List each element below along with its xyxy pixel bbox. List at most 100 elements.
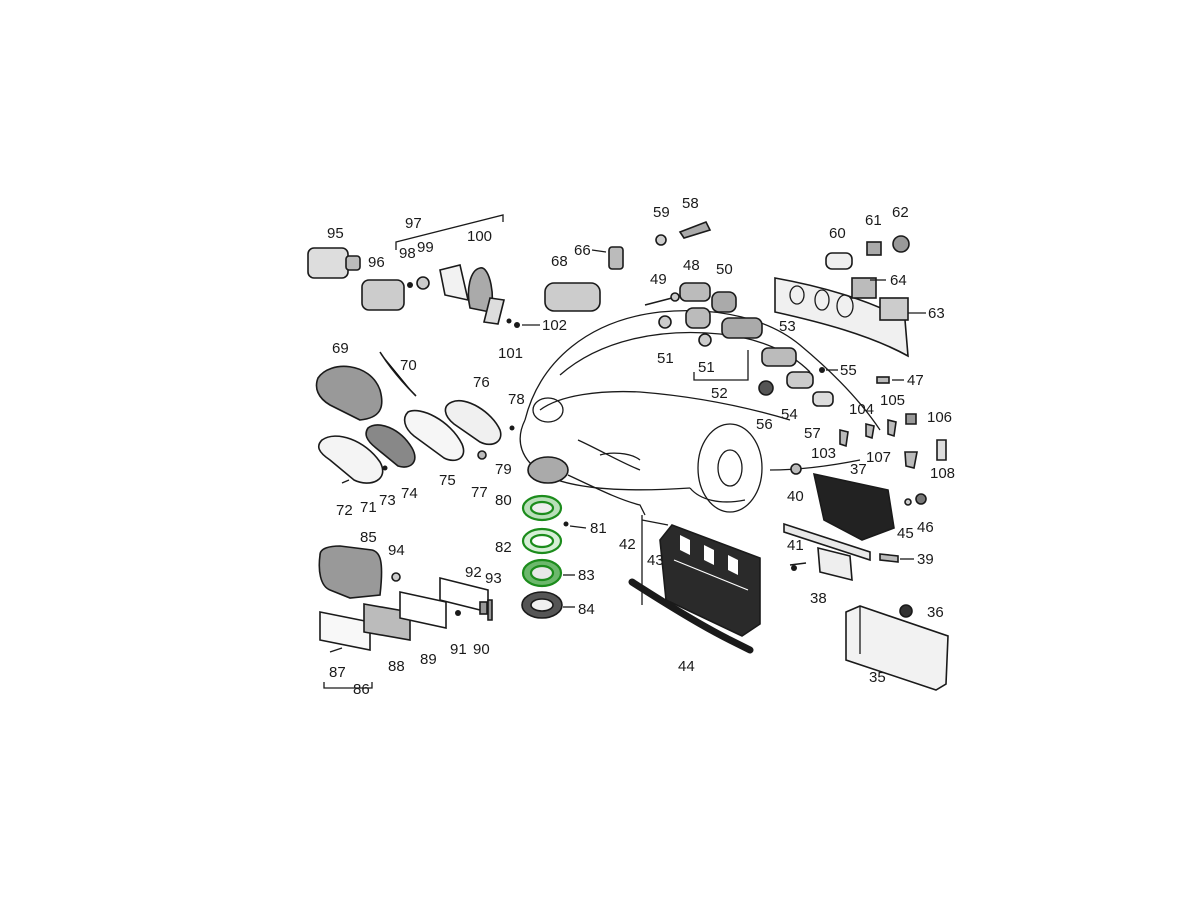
label-45: 45 [897,525,914,542]
label-87: 87 [329,664,346,681]
part-89-gasket [399,591,447,629]
label-90: 90 [473,641,490,658]
part-51-knob-b [698,333,712,347]
part-61-block [866,241,882,256]
part-45-washer [904,498,912,506]
label-91: 91 [450,641,467,658]
part-96-side-light [361,279,405,311]
part-74-lens [365,424,416,468]
part-69-taillight-assembly [315,365,383,421]
label-40: 40 [787,488,804,505]
label-104: 104 [849,401,874,418]
label-96: 96 [368,254,385,271]
label-102: 102 [542,317,567,334]
label-80: 80 [495,492,512,509]
label-66: 66 [574,242,591,259]
part-102-nut [514,322,520,328]
label-81: 81 [590,520,607,537]
label-48: 48 [683,257,700,274]
label-74: 74 [401,485,418,502]
label-46: 46 [917,519,934,536]
part-107-connector [904,451,918,469]
label-56: 56 [756,416,773,433]
part-77-bulb [477,450,487,460]
part-50-switch [711,291,737,313]
label-103: 103 [811,445,836,462]
label-97: 97 [405,215,422,232]
part-60-relay [825,252,853,270]
label-36: 36 [927,604,944,621]
label-75: 75 [439,472,456,489]
label-53: 53 [779,318,796,335]
part-106-clip [905,413,917,425]
group-bracket-52 [693,350,749,381]
part-57-socket [812,391,834,407]
part-40-grommet [790,463,802,475]
part-93-bracket [487,599,493,621]
part-53-switch [761,347,797,367]
part-101-screw [506,318,512,324]
label-60: 60 [829,225,846,242]
label-64: 64 [890,272,907,289]
label-82: 82 [495,539,512,556]
label-101: 101 [498,345,523,362]
label-69: 69 [332,340,349,357]
part-70-wire [379,351,417,397]
part-49-key [670,292,680,302]
label-76: 76 [473,374,490,391]
part-55-washer [819,367,825,373]
part-47-bulb [876,376,890,384]
part-38-relay [817,546,853,582]
part-78-screw [509,425,515,431]
label-84: 84 [578,601,595,618]
part-48-ignition-switch [679,282,711,302]
part-36-cap [899,604,913,618]
label-51a: 51 [657,350,674,367]
label-92: 92 [465,564,482,581]
label-83: 83 [578,567,595,584]
part-62-grommet [892,235,910,253]
label-88: 88 [388,658,405,675]
part-56-knob [758,380,774,396]
part-92-clip [479,601,488,615]
part-98-washer [407,282,413,288]
part-76-license-plate-light [444,399,502,446]
part-86-lens-frame [319,611,371,651]
label-57: 57 [804,425,821,442]
label-98: 98 [399,245,416,262]
label-93: 93 [485,570,502,587]
label-107: 107 [866,449,891,466]
part-100-lamp-housing [467,267,494,313]
part-108-fuse [936,439,947,461]
label-86: 86 [353,681,370,698]
label-52: 52 [711,385,728,402]
label-100: 100 [467,228,492,245]
part-59-knob [655,234,667,246]
part-43-battery [659,524,761,637]
label-50: 50 [716,261,733,278]
label-68: 68 [551,253,568,270]
label-79: 79 [495,461,512,478]
label-51b: 51 [698,359,715,376]
label-105: 105 [880,392,905,409]
label-95: 95 [327,225,344,242]
part-94-nut [391,572,401,582]
part-54-lighter [786,371,814,389]
part-68-interior-light [544,282,601,312]
part-46-nut [915,493,927,505]
part-88-lens [363,603,411,641]
label-41: 41 [787,537,804,554]
part-95-side-light [307,247,361,279]
part-41-screw [791,565,797,571]
part-terminal-strip [783,522,871,562]
label-43: 43 [647,552,664,569]
label-99: 99 [417,239,434,256]
label-47: 47 [907,372,924,389]
label-71: 71 [360,499,377,516]
part-71-bezel [317,435,384,484]
part-dashboard-panel [774,277,909,358]
label-85: 85 [360,529,377,546]
label-37: 37 [850,461,867,478]
label-63: 63 [928,305,945,322]
